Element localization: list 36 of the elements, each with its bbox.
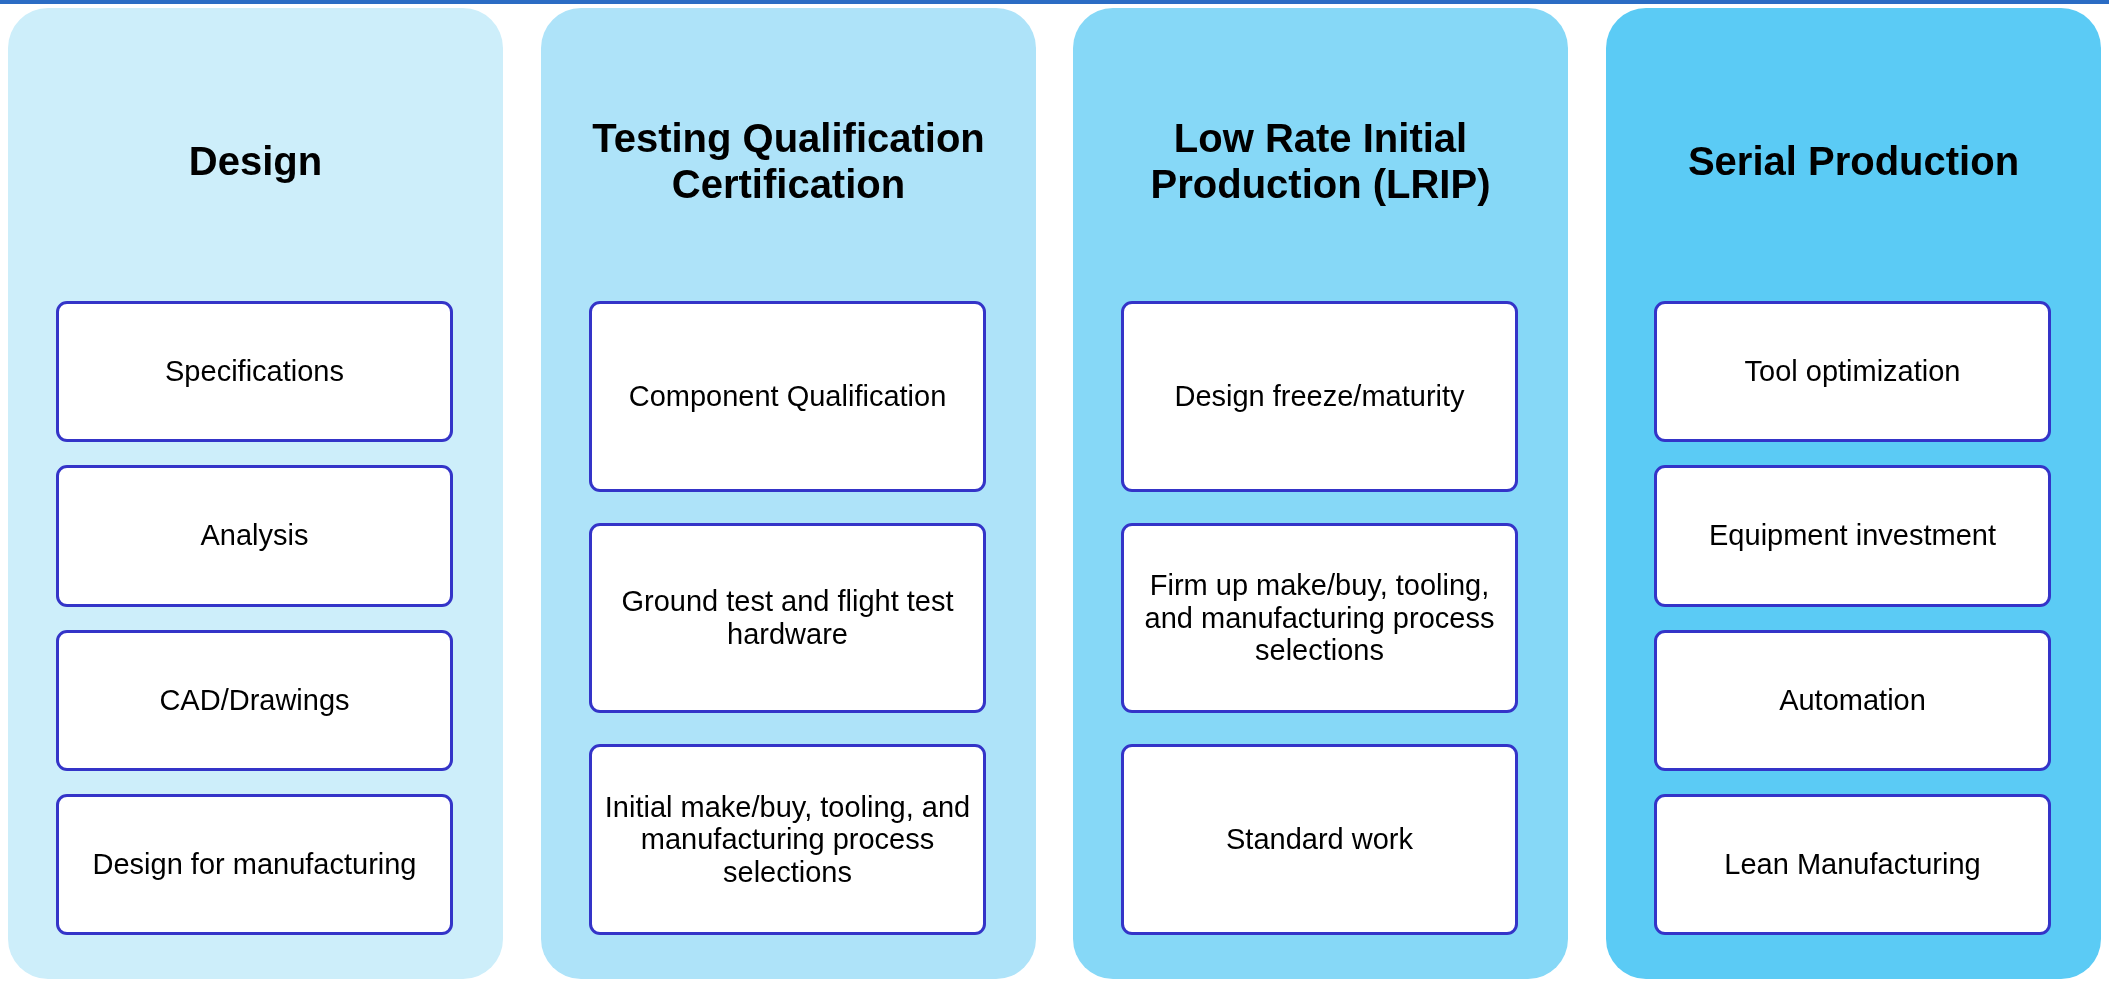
task-box — [589, 301, 986, 492]
phase-column — [1606, 8, 2101, 979]
task-label: CAD/Drawings — [159, 683, 350, 717]
task-box — [1121, 744, 1518, 935]
task-box — [1654, 629, 2051, 771]
task-box — [1654, 301, 2051, 443]
phase-column — [8, 8, 503, 979]
task-box — [1121, 522, 1518, 714]
task-box — [589, 744, 986, 935]
task-box — [56, 793, 453, 935]
task-box — [1654, 793, 2051, 935]
task-label: Initial make/buy, tooling, and manufacturing process selections — [603, 790, 972, 889]
task-label: Component Qualification — [628, 379, 947, 413]
task-label: Analysis — [200, 519, 309, 553]
task-label: Design freeze/maturity — [1174, 379, 1465, 413]
task-label: Automation — [1779, 683, 1926, 717]
phase-title: Serial Production — [1687, 137, 2020, 184]
phase-title: Testing Qualification Certification — [591, 114, 986, 207]
task-box — [56, 465, 453, 607]
task-label: Standard work — [1226, 823, 1413, 857]
task-box — [56, 629, 453, 771]
phase-column — [1073, 8, 1568, 979]
task-label: Firm up make/buy, tooling, and manufacturing process selections — [1143, 568, 1496, 668]
task-label: Tool optimization — [1744, 355, 1961, 388]
phase-column — [541, 8, 1036, 979]
task-box — [1654, 465, 2051, 607]
phase-title: Design — [188, 137, 323, 184]
task-label: Specifications — [165, 355, 344, 388]
task-label: Ground test and flight test hardware — [620, 585, 955, 651]
task-label: Design for manufacturing — [92, 848, 417, 881]
task-box — [56, 301, 453, 443]
task-label: Equipment investment — [1709, 519, 1996, 553]
phase-title: Low Rate Initial Production (LRIP) — [1149, 114, 1492, 207]
task-box — [1121, 301, 1518, 492]
task-label: Lean Manufacturing — [1724, 848, 1981, 881]
task-box — [589, 522, 986, 714]
